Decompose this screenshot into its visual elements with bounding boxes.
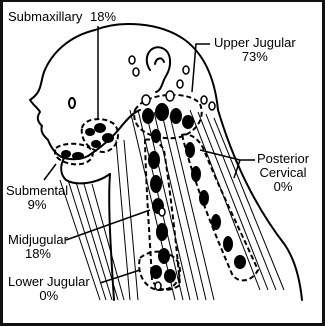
- posterior-cervical-percent: 0%: [257, 180, 309, 194]
- lymph-node-open: [159, 208, 165, 216]
- posterior-cervical-name-line1: Posterior: [257, 152, 309, 166]
- lower-jugular-name: Lower Jugular: [8, 275, 90, 289]
- lymph-node: [61, 150, 71, 158]
- submaxillary-name: Submaxillary: [8, 9, 82, 24]
- lymph-node: [158, 248, 170, 264]
- lower-jugular-leader: [100, 270, 140, 283]
- lymph-node: [164, 269, 176, 283]
- upper-jugular-name: Upper Jugular: [214, 36, 296, 50]
- lymph-node: [91, 140, 101, 148]
- submental-leader: [44, 164, 56, 180]
- midjugular-name: Midjugular: [8, 233, 68, 247]
- posterior-cervical-name-line2: Cervical: [257, 166, 309, 180]
- lymph-node-open: [183, 66, 189, 74]
- submental-label: Submental 9%: [6, 184, 68, 212]
- ear-inner: [155, 58, 164, 64]
- neck-front-outline: [109, 174, 114, 300]
- lymph-node: [151, 129, 161, 143]
- lower-jugular-label: Lower Jugular 0%: [8, 275, 90, 303]
- lymph-node: [142, 108, 154, 124]
- lymph-node: [211, 214, 221, 230]
- upper-jugular-percent: 73%: [214, 50, 296, 64]
- lymph-node-open: [177, 80, 183, 88]
- ear-outline: [147, 47, 170, 92]
- lymph-node: [199, 190, 209, 206]
- lymph-node: [150, 265, 162, 279]
- eye-icon: [69, 98, 75, 108]
- face-profile-outline: [30, 30, 95, 159]
- lymph-node-open: [201, 96, 207, 104]
- lymph-node: [223, 236, 233, 252]
- lymph-node: [150, 175, 162, 193]
- posterior-cervical-label: Posterior Cervical 0%: [257, 152, 309, 194]
- lymph-node-open: [155, 282, 161, 290]
- lymph-node-open: [142, 95, 150, 105]
- midjugular-percent: 18%: [8, 247, 68, 261]
- submaxillary-percent: 18%: [90, 9, 116, 24]
- lymph-node: [72, 152, 84, 160]
- submental-name: Submental: [6, 184, 68, 198]
- lymph-node: [155, 103, 169, 121]
- lymph-node: [191, 166, 201, 182]
- chin-outline: [61, 158, 110, 183]
- lymph-node-open: [209, 102, 215, 110]
- lymph-node: [182, 115, 194, 129]
- submental-percent: 9%: [6, 198, 68, 212]
- lymph-node: [185, 142, 195, 158]
- lymph-node-open: [133, 68, 139, 76]
- posterior-cervical-outline: [182, 134, 258, 280]
- lymph-node: [234, 255, 246, 269]
- lymph-node: [102, 133, 114, 143]
- jaw-line: [88, 110, 140, 156]
- lymph-node: [94, 123, 106, 133]
- lymph-node: [85, 128, 95, 136]
- upper-jugular-label: Upper Jugular 73%: [214, 36, 296, 64]
- lymph-node-open: [166, 91, 174, 101]
- lymph-node-open: [129, 56, 135, 64]
- shoulder-line: [285, 245, 302, 300]
- lymph-node: [148, 151, 160, 169]
- lymph-node: [170, 108, 182, 124]
- lymph-node: [156, 223, 168, 241]
- lower-jugular-percent: 0%: [8, 289, 90, 303]
- midjugular-label: Midjugular 18%: [8, 233, 68, 261]
- submaxillary-label: Submaxillary 18%: [8, 10, 116, 24]
